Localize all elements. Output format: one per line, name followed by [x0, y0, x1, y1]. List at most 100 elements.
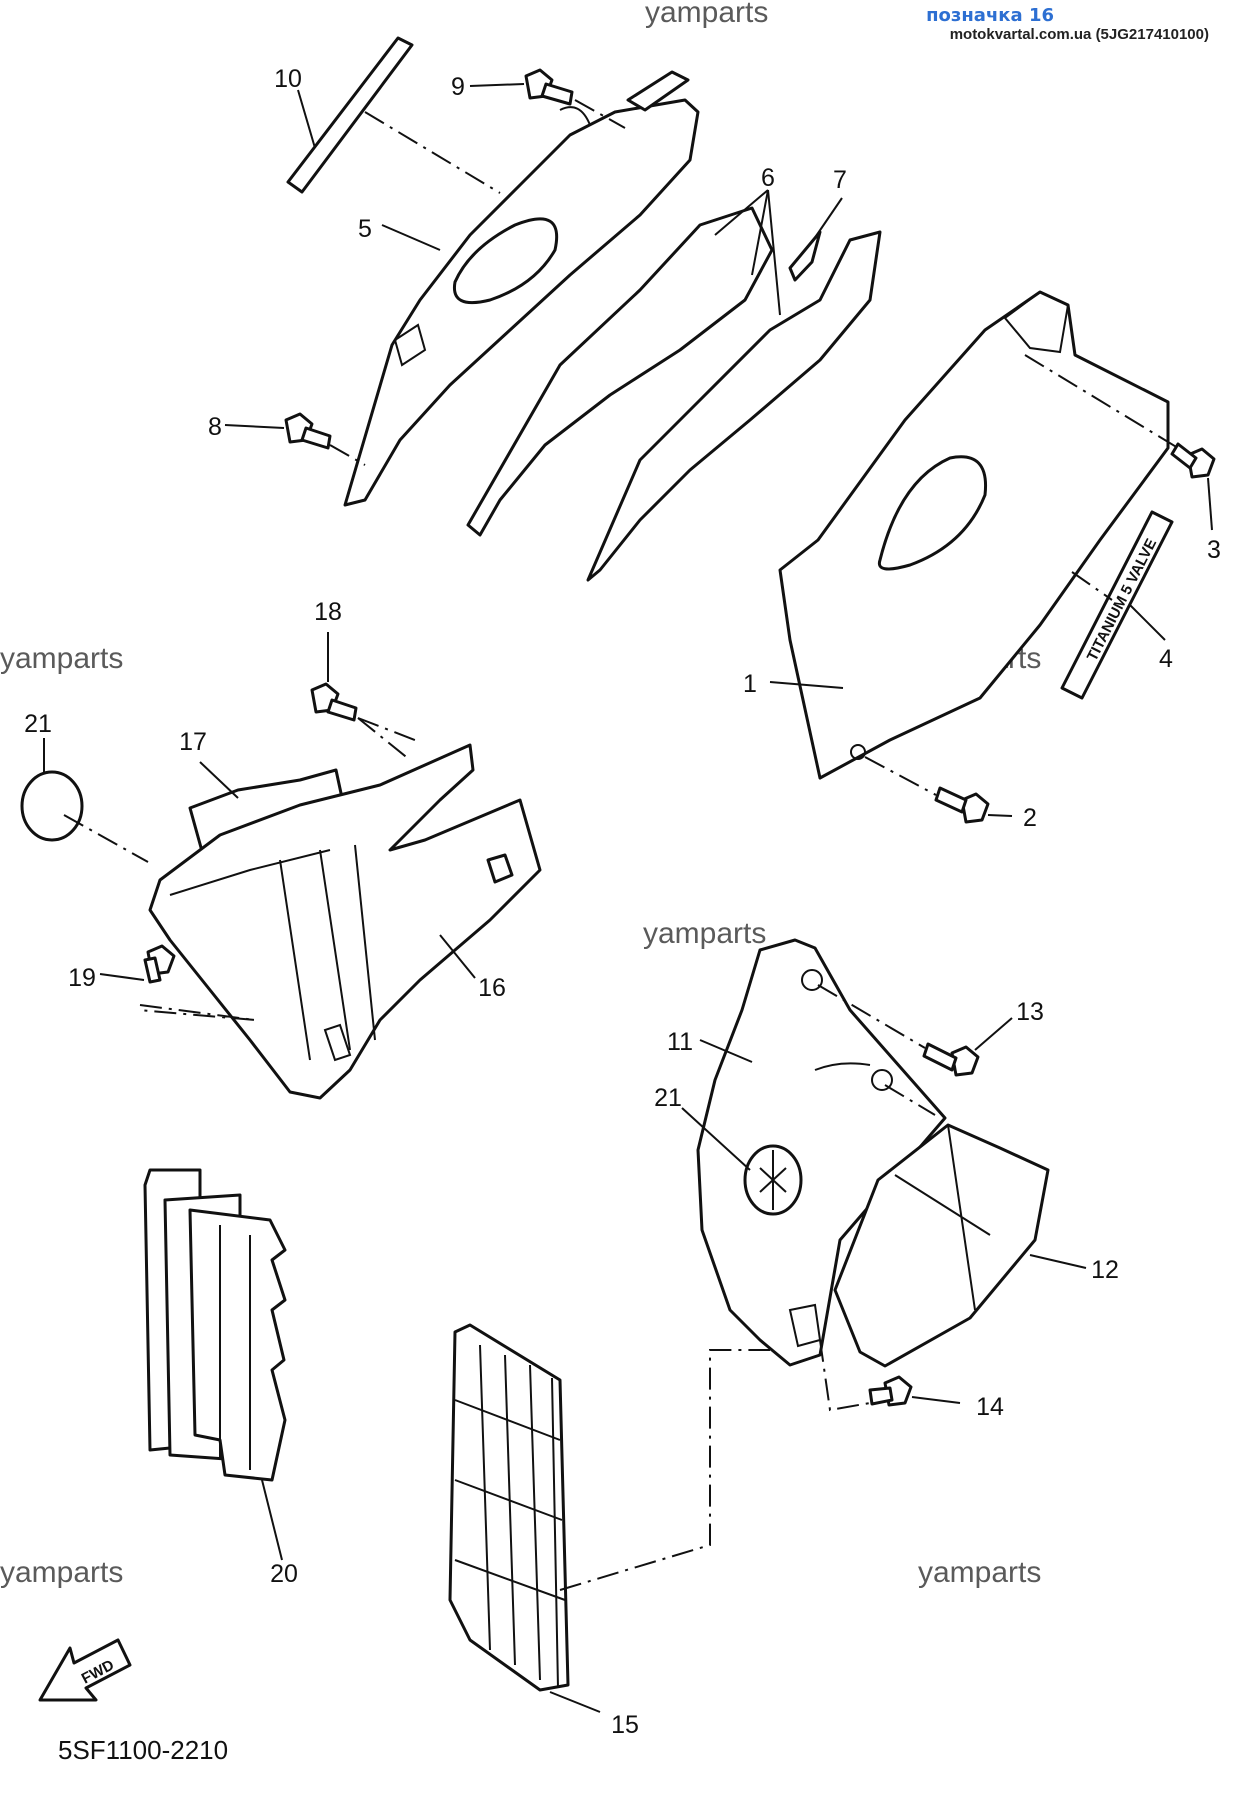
part-11-hole-b [871, 1069, 893, 1091]
part-16-tab [323, 1023, 352, 1062]
leader-10 [297, 89, 316, 149]
leader-12 [1029, 1254, 1087, 1269]
dash-15 [559, 1349, 770, 1591]
leader-13 [974, 1017, 1013, 1051]
leader-5 [381, 224, 441, 251]
diagram-badge: позначка 16 [926, 5, 1054, 26]
callout-19: 19 [68, 964, 96, 992]
part-6-inner-panel-a [466, 206, 774, 537]
callout-2: 2 [1023, 804, 1037, 832]
callout-11: 11 [667, 1028, 693, 1056]
part-11-side-cover [696, 938, 947, 1367]
leader-17 [199, 761, 239, 799]
callout-21: 21 [24, 710, 52, 738]
part-6-inner-panel-b [586, 230, 882, 582]
part-1-right-cover [778, 290, 1170, 780]
part-5-left-panel [343, 98, 700, 507]
watermark: yamparts [918, 1556, 1042, 1589]
fwd-arrow-icon: FWD [38, 1638, 132, 1702]
dash-21a [63, 814, 149, 863]
leader-20 [261, 1479, 283, 1561]
part-15-crossbars [454, 1399, 566, 1601]
leader-19 [99, 973, 145, 981]
leader-6c [767, 189, 781, 316]
leader-14 [911, 1396, 961, 1404]
watermark: yamparts [0, 1556, 124, 1589]
part-1-hole [850, 744, 866, 760]
leader-16 [439, 934, 476, 979]
part-21-yamaha-emblem [743, 1144, 803, 1216]
part-16-shroud [148, 743, 542, 1100]
part-16-rib-c [354, 844, 376, 1041]
dash-13a [817, 984, 926, 1049]
callout-7: 7 [833, 166, 847, 194]
part-3-bolt [1170, 442, 1216, 479]
part-5-clip [559, 106, 591, 126]
part-7-decal [788, 230, 822, 282]
leader-8 [224, 424, 285, 429]
dash-8 [329, 444, 366, 466]
part-9-bolt [524, 68, 574, 106]
part-20-slats [219, 1225, 251, 1470]
dash-14 [819, 1339, 871, 1412]
callout-6: 6 [761, 164, 775, 192]
callout-8: 8 [208, 413, 222, 441]
callout-3: 3 [1207, 536, 1221, 564]
callout-5: 5 [358, 215, 372, 243]
callout-10: 10 [274, 65, 302, 93]
dash-18b [357, 717, 421, 743]
callout-15: 15 [611, 1711, 639, 1739]
callout-21b: 21 [654, 1084, 682, 1112]
leader-3 [1207, 477, 1213, 531]
part-15-bars [479, 1344, 559, 1689]
source-site: motokvartal.com.ua (5JG217410100) [949, 26, 1209, 43]
part-2-bolt [934, 786, 990, 824]
part-5-mount [393, 323, 427, 367]
part-12-scoop [833, 1123, 1050, 1368]
part-5-window [452, 217, 559, 305]
part-16-grommet [486, 853, 514, 884]
dash-13b [884, 1084, 936, 1116]
callout-9: 9 [451, 73, 465, 101]
part-16-edge [169, 849, 331, 896]
callout-4: 4 [1159, 645, 1173, 673]
diagram-code: 5SF1100-2210 [58, 1735, 229, 1765]
part-13-bolt [922, 1042, 980, 1077]
part-11-hole-a [801, 969, 823, 991]
dash-9 [574, 99, 626, 129]
decal-text: TITANIUM 5 VALVE [1084, 536, 1160, 664]
leader-6b [751, 189, 769, 276]
leader-11 [699, 1039, 753, 1063]
part-11-edge [814, 1062, 871, 1071]
leader-2 [987, 814, 1013, 817]
dash-10 [364, 111, 501, 194]
part-10-strip [286, 36, 414, 194]
callout-14: 14 [976, 1393, 1004, 1421]
leader-6a [714, 189, 769, 236]
callout-18: 18 [314, 598, 342, 626]
leader-9 [469, 83, 525, 87]
dash-2 [864, 756, 937, 796]
callout-20: 20 [270, 1560, 298, 1588]
leader-15 [549, 1691, 601, 1713]
part-12-facets [894, 1124, 991, 1311]
part-16-rib-b [319, 849, 351, 1051]
part-1-window [877, 455, 988, 571]
dash-4 [1071, 571, 1113, 601]
part-14-bolt [868, 1375, 913, 1407]
watermark: yamparts [0, 642, 124, 675]
callout-17: 17 [179, 728, 207, 756]
callout-1: 1 [743, 670, 757, 698]
part-16-rib-a [279, 859, 311, 1061]
callout-12: 12 [1091, 1256, 1119, 1284]
part-8-bolt [284, 412, 332, 450]
part-5-tab [626, 70, 690, 112]
leader-21b [681, 1107, 751, 1171]
part-21-emblem [20, 770, 84, 842]
callout-numbers: 1 2 3 4 5 6 7 8 9 10 11 12 13 14 15 16 1… [24, 65, 1221, 1739]
leader-4 [1129, 604, 1166, 641]
leader-7 [811, 197, 843, 243]
leader-1 [769, 681, 844, 689]
